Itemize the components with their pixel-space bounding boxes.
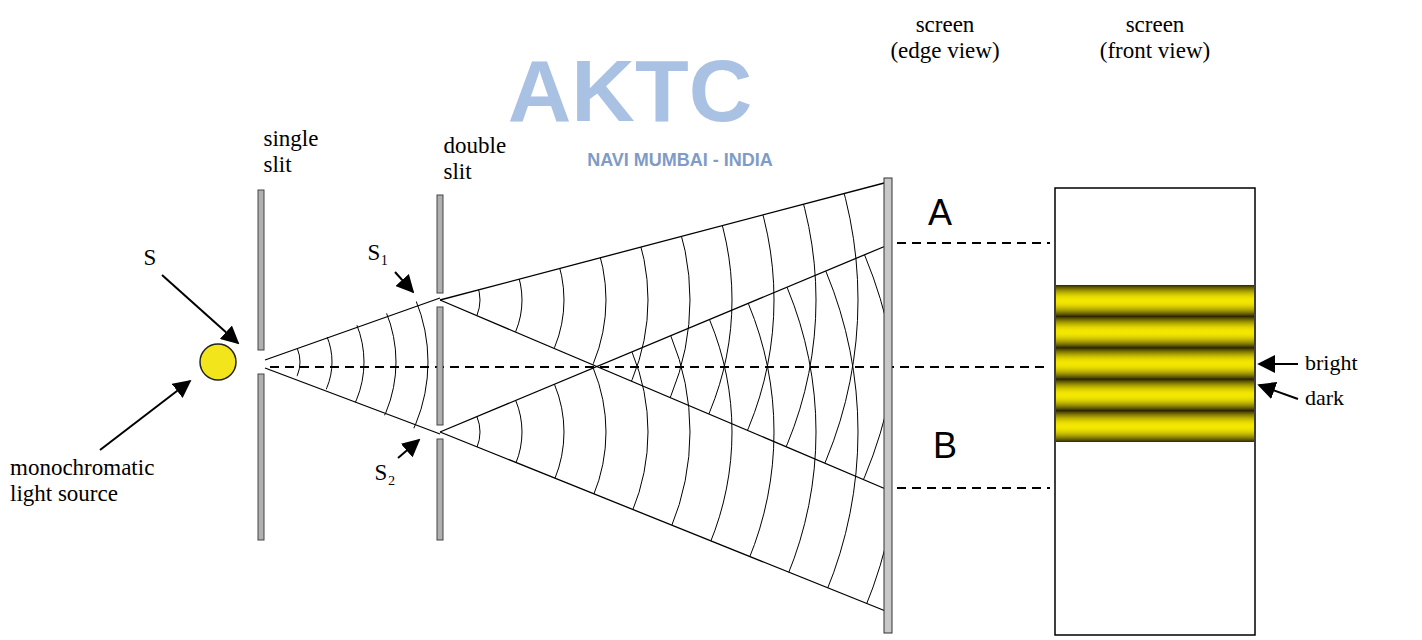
- leader-arrow: [395, 272, 413, 292]
- source-label: S: [144, 245, 157, 271]
- screen-front: [1055, 188, 1255, 635]
- light-source: [200, 344, 236, 380]
- ray: [265, 368, 440, 434]
- watermark: NAVI MUMBAI - INDIA: [587, 150, 773, 171]
- fringe-pattern: [1056, 285, 1254, 442]
- leader-arrow: [1259, 385, 1298, 399]
- wavefront: [64, 56, 816, 640]
- part-label: screen (edge view): [889, 12, 1001, 65]
- wavefront: [230, 327, 300, 397]
- part-label: double slit: [444, 133, 447, 186]
- wavefront: [102, 199, 428, 525]
- wavefront: [134, 231, 396, 493]
- wavefront: [190, 182, 690, 640]
- wavefront: [166, 263, 364, 461]
- ray: [440, 432, 888, 612]
- wavefront: [198, 295, 332, 429]
- wavefront: [22, 0, 858, 640]
- wavefront: [22, 14, 858, 640]
- part-label: screen (front view): [1099, 12, 1212, 65]
- wavefront: [64, 0, 816, 640]
- slit-barrier: [258, 374, 264, 540]
- ray: [265, 298, 440, 360]
- wavefront: [0, 0, 900, 640]
- point-label: B: [933, 425, 957, 466]
- watermark: AKTC: [508, 40, 752, 141]
- ray: [440, 245, 888, 432]
- leader-arrow: [398, 440, 419, 458]
- fringe-label: dark: [1305, 385, 1344, 410]
- slit-label: S₂: [375, 460, 396, 486]
- slit-barrier: [258, 190, 264, 350]
- slit-barrier: [437, 439, 443, 540]
- wavefront: [106, 98, 774, 640]
- ray: [440, 300, 888, 490]
- center-line: [270, 366, 1050, 368]
- wavefronts: [0, 0, 900, 640]
- point-label: A: [928, 192, 952, 233]
- wavefront: [0, 0, 900, 640]
- wavefront: [148, 140, 732, 640]
- part-label: single slit: [264, 126, 267, 179]
- projection-line: [897, 487, 1050, 489]
- wavefront: [106, 0, 774, 634]
- leader-arrow: [1259, 363, 1298, 365]
- ray: [440, 182, 888, 300]
- leader-arrow: [162, 275, 238, 343]
- source-label: monochromatic light source: [10, 455, 120, 508]
- projection-line: [897, 242, 1050, 244]
- slit-barrier: [437, 195, 443, 293]
- screen-edge: [884, 178, 892, 633]
- slit-label: S₁: [368, 240, 389, 266]
- fringe-label: bright: [1305, 350, 1358, 375]
- leader-arrow: [100, 381, 190, 450]
- rays: [265, 182, 888, 612]
- slit-barrier: [437, 307, 443, 425]
